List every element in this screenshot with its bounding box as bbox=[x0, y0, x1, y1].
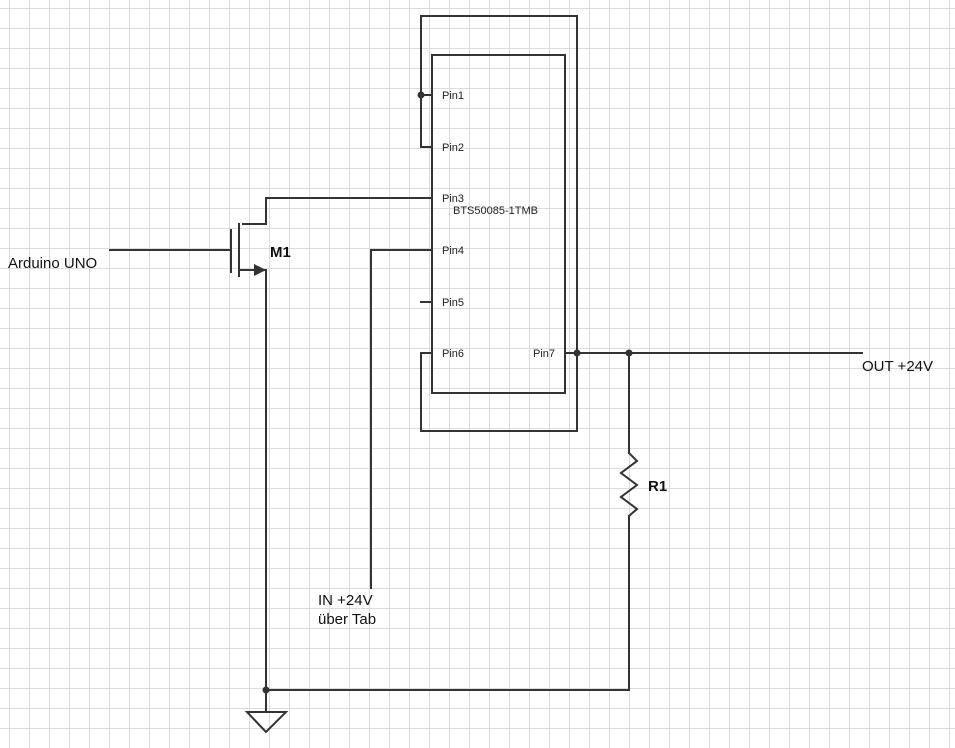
input-label-line2: über Tab bbox=[318, 611, 376, 628]
pin7-label: Pin7 bbox=[533, 348, 555, 360]
wire-pin4-to-input bbox=[370, 249, 433, 589]
pin6-label: Pin6 bbox=[442, 348, 464, 360]
resistor-zigzag bbox=[619, 451, 639, 518]
wire-pin1-pin7-top-loop bbox=[420, 15, 578, 354]
resistor-label: R1 bbox=[648, 478, 667, 495]
input-label-line1: IN +24V bbox=[318, 592, 373, 609]
pin1-label: Pin1 bbox=[442, 90, 464, 102]
wire-pin1-pin2-bridge bbox=[420, 94, 433, 148]
ic-body bbox=[431, 54, 566, 394]
resistor-r1 bbox=[265, 352, 639, 691]
arduino-label: Arduino UNO bbox=[8, 255, 97, 272]
mosfet-m1 bbox=[109, 223, 267, 713]
wire-pin3-to-drain bbox=[242, 197, 433, 225]
pin5-label: Pin5 bbox=[442, 297, 464, 309]
pin2-label: Pin2 bbox=[442, 142, 464, 154]
ground-icon bbox=[244, 711, 289, 734]
mosfet-arrow-icon bbox=[254, 264, 266, 276]
chip-name: BTS50085-1TMB bbox=[453, 205, 538, 217]
pin3-label: Pin3 bbox=[442, 193, 464, 205]
wire-resistor-to-ground bbox=[265, 515, 630, 691]
output-label: OUT +24V bbox=[862, 358, 933, 375]
pin4-label: Pin4 bbox=[442, 245, 464, 257]
junction-pin7 bbox=[573, 349, 581, 357]
mosfet-label: M1 bbox=[270, 244, 291, 261]
junction-pin1 bbox=[417, 91, 425, 99]
wire-pin6-pin7-bottom-loop bbox=[420, 352, 578, 432]
